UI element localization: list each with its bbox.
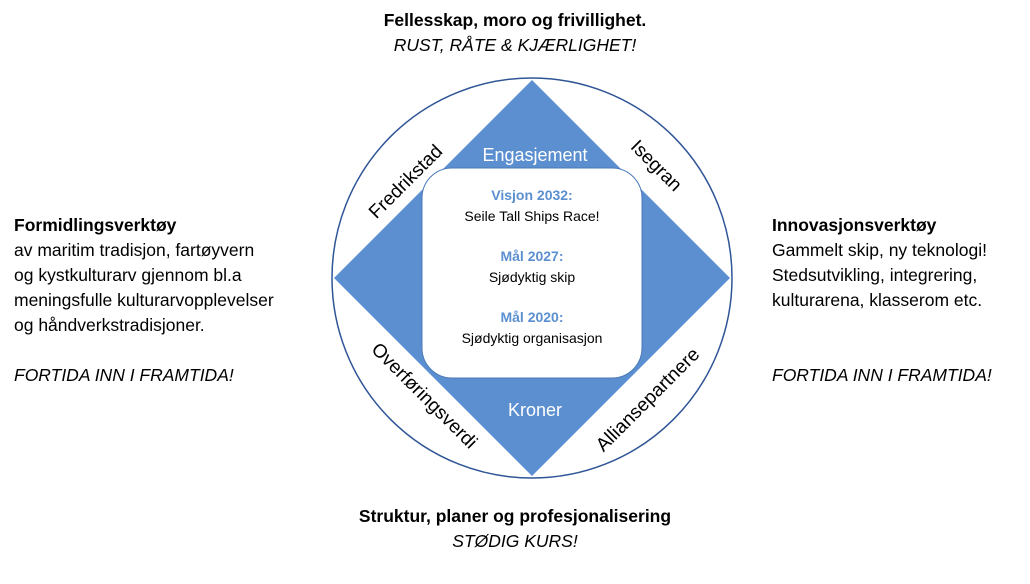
center-box: [421, 167, 643, 379]
right-line: Stedsutvikling, integrering,: [772, 265, 978, 285]
right-line: Gammelt skip, ny teknologi!: [772, 240, 987, 260]
top-text-block: Fellesskap, moro og frivillighet. RUST, …: [265, 8, 765, 58]
left-text-block: Formidlingsverktøy av maritim tradisjon,…: [14, 213, 334, 388]
left-heading: Formidlingsverktøy: [14, 215, 177, 235]
right-heading: Innovasjonsverktøy: [772, 215, 937, 235]
outer-circle: [331, 77, 733, 479]
top-heading: Fellesskap, moro og frivillighet.: [383, 10, 647, 30]
goal-2020-title: Mål 2020:: [500, 309, 563, 325]
left-tagline: FORTIDA INN I FRAMTIDA!: [14, 365, 234, 385]
bottom-subheading: STØDIG KURS!: [452, 531, 578, 551]
top-subheading: RUST, RÅTE & KJÆRLIGHET!: [393, 35, 637, 55]
right-tagline: FORTIDA INN I FRAMTIDA!: [772, 365, 992, 385]
diamond-bottom-label: Kroner: [508, 400, 562, 420]
goal-2027-text: Sjødyktig skip: [489, 269, 576, 285]
goal-2020-text: Sjødyktig organisasjon: [462, 330, 603, 346]
vision-text: Seile Tall Ships Race!: [464, 208, 599, 224]
vision-title: Visjon 2032:: [491, 187, 572, 203]
bottom-text-block: Struktur, planer og profesjonalisering S…: [265, 504, 765, 554]
diamond-top-label: Engasjement: [482, 145, 587, 165]
left-line: av maritim tradisjon, fartøyvern: [14, 240, 255, 260]
goal-2027-title: Mål 2027:: [500, 248, 563, 264]
right-text-block: Innovasjonsverktøy Gammelt skip, ny tekn…: [772, 213, 1027, 388]
bottom-heading: Struktur, planer og profesjonalisering: [358, 506, 672, 526]
left-line: og håndverkstradisjoner.: [14, 315, 205, 335]
left-line: og kystkulturarv gjennom bl.a: [14, 265, 242, 285]
left-line: meningsfulle kulturarvopplevelser: [14, 290, 274, 310]
right-line: kulturarena, klasserom etc.: [772, 290, 983, 310]
